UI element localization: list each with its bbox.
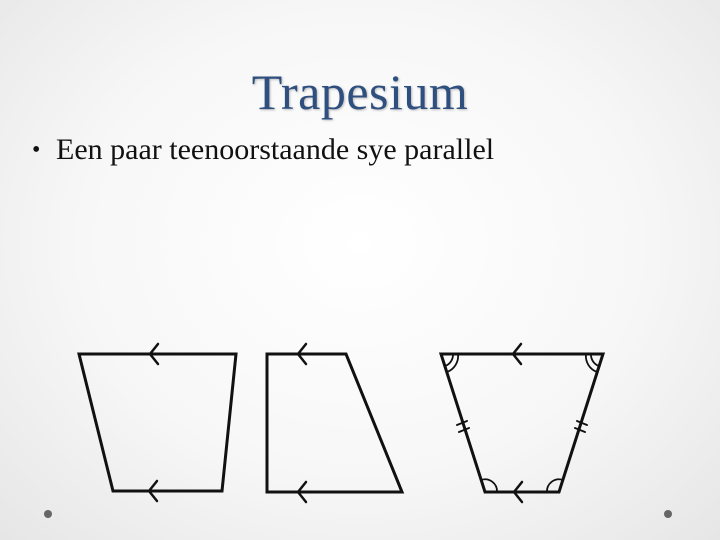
parallel-arrow-top	[148, 342, 160, 366]
equal-side-ticks-left	[456, 420, 470, 433]
trapezium-isosceles-outline	[438, 352, 606, 494]
parallel-arrow-top	[296, 342, 308, 366]
bullet-item: • Een paar teenoorstaande sye parallel	[32, 128, 494, 172]
bullet-list: • Een paar teenoorstaande sye parallel	[32, 128, 494, 172]
equal-side-ticks-right	[574, 420, 588, 433]
trapezium-general	[77, 342, 238, 503]
trapezium-isosceles	[438, 342, 606, 504]
parallel-arrow-top	[511, 342, 523, 366]
decorative-dot-right	[664, 510, 672, 518]
equal-angle-arcs	[444, 353, 600, 493]
slide-title: Trapesium	[251, 64, 469, 120]
trapezium-right	[265, 342, 405, 504]
parallel-arrow-bottom	[147, 479, 159, 503]
trapezium-right-outline	[265, 352, 405, 494]
bullet-text: Een paar teenoorstaande sye parallel	[56, 133, 495, 166]
bullet-icon: •	[32, 137, 41, 163]
trapezium-general-outline	[77, 352, 238, 493]
parallel-arrow-bottom	[512, 480, 524, 504]
decorative-dot-left	[44, 510, 52, 518]
parallel-arrow-bottom	[296, 480, 308, 504]
